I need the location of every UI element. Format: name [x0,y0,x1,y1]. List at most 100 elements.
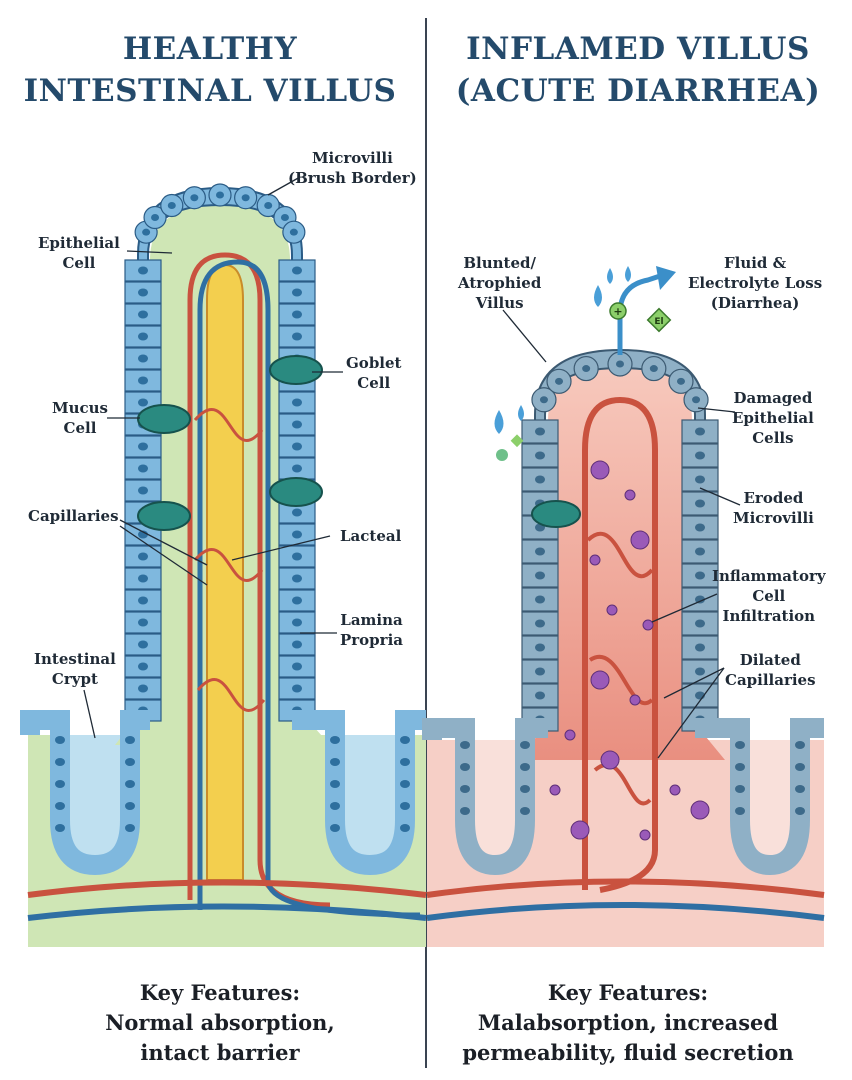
label-lamina-propria: Lamina Propria [340,610,403,650]
water-drop-icon [594,285,602,307]
crypt-nucleus [400,758,410,766]
healthy-crypt-right-lumen [335,735,405,865]
nucleus [535,691,545,700]
dilated-capillary-loop [582,396,658,893]
label-mucus-line-1: Mucus [52,399,108,417]
crypt-nucleus [735,763,745,771]
inflamed-base-vein [426,902,825,921]
nucleus [289,228,298,236]
electrolyte-small-circle-icon [496,449,508,461]
crypt-nucleus [400,736,410,744]
inflammatory-cell [549,784,561,796]
inflamed-epithelial-cells [521,351,719,732]
label-blunted-villus: Blunted/ Atrophied Villus [458,253,541,313]
nucleus [292,464,302,473]
nucleus [138,376,148,385]
label-goblet-cell: Goblet Cell [346,353,401,393]
nucleus [535,451,545,460]
label-blunted-line-2: Atrophied [458,274,542,292]
crypt-nucleus [795,763,805,771]
crypt-nucleus [400,824,410,832]
crypt-nucleus [795,785,805,793]
label-eroded-microvilli: Eroded Microvilli [733,488,814,528]
water-drop-5-icon [518,405,524,421]
crypt-nucleus [520,741,530,749]
crypt-nucleus [520,785,530,793]
label-microvilli: Microvilli (Brush Border) [288,148,417,188]
nucleus [695,619,705,628]
label-capillaries: Capillaries [28,506,119,526]
inflamed-lamina-propria [520,365,725,760]
nucleus [292,574,302,583]
crypt-nucleus [55,780,65,788]
key-healthy-line-2: intact barrier [140,1040,300,1065]
label-lacteal-line-1: Lacteal [340,527,402,545]
label-blunted-line-1: Blunted/ [463,254,536,272]
inflammatory-cell [589,554,601,566]
inflammatory-cell [642,619,654,631]
nucleus [138,398,148,407]
title-inflamed-line-1: INFLAMED VILLUS [466,31,810,67]
nucleus [190,194,199,202]
nucleus [138,332,148,341]
nucleus [616,360,624,368]
nucleus [695,595,705,604]
nucleus [280,214,289,221]
label-lamina-line-2: Propria [340,631,403,649]
nucleus [142,228,151,236]
nucleus [292,530,302,539]
inflammatory-cell [624,489,636,501]
label-dilated-line-2: Capillaries [725,671,816,689]
nucleus [695,523,705,532]
nucleus [535,619,545,628]
key-features-healthy: Key Features: Normal absorption, intact … [20,978,420,1068]
label-damaged-epithelial: Damaged Epithelial Cells [732,388,814,448]
nucleus [292,420,302,429]
crypt-nucleus [400,802,410,810]
label-dilated-capillaries: Dilated Capillaries [725,650,816,690]
nucleus [241,194,250,202]
label-inflammatory-line-3: Infiltration [722,607,816,625]
nucleus [216,191,224,199]
label-intestinal-crypt: Intestinal Crypt [34,649,116,689]
label-inflammatory-line-1: Inflammatory [712,567,826,585]
label-microvilli-line-2: (Brush Border) [288,169,417,187]
label-eroded-line-1: Eroded [743,489,804,507]
mucus-cell-2-icon [137,501,191,531]
inflammatory-cells [519,460,710,841]
nucleus [535,643,545,652]
label-mucus-line-2: Cell [63,419,97,437]
label-goblet-line-2: Cell [357,374,391,392]
inflammatory-cell [590,670,610,690]
inflammatory-cell [570,820,590,840]
label-epithelial-line-2: Cell [62,254,96,272]
inflammatory-cell [669,784,681,796]
title-inflamed-line-2: (ACUTE DIARRHEA) [455,73,821,109]
inflammatory-cell [690,800,710,820]
inflamed-base-artery [426,878,825,898]
crypt-nucleus [125,736,135,744]
crypt-nucleus [55,802,65,810]
inflammatory-cell [590,460,610,480]
crypt-nucleus [330,758,340,766]
crypt-nucleus [125,802,135,810]
goblet-cell-icon [269,355,323,385]
nucleus [649,365,658,373]
crypt-nucleus [795,807,805,815]
crypt-nucleus [460,741,470,749]
nucleus [138,442,148,451]
key-healthy-line-1: Normal absorption, [105,1010,335,1035]
label-crypt-line-1: Intestinal [34,650,116,668]
crypt-nucleus [400,780,410,788]
leader-lines [83,176,741,759]
healthy-base-artery [27,879,427,898]
nucleus [535,547,545,556]
crypt-nucleus [735,741,745,749]
label-damaged-line-3: Cells [752,429,794,447]
nucleus [138,552,148,561]
crypt-nucleus [55,824,65,832]
nucleus [582,365,591,373]
nucleus [539,396,548,404]
nucleus [676,377,685,385]
